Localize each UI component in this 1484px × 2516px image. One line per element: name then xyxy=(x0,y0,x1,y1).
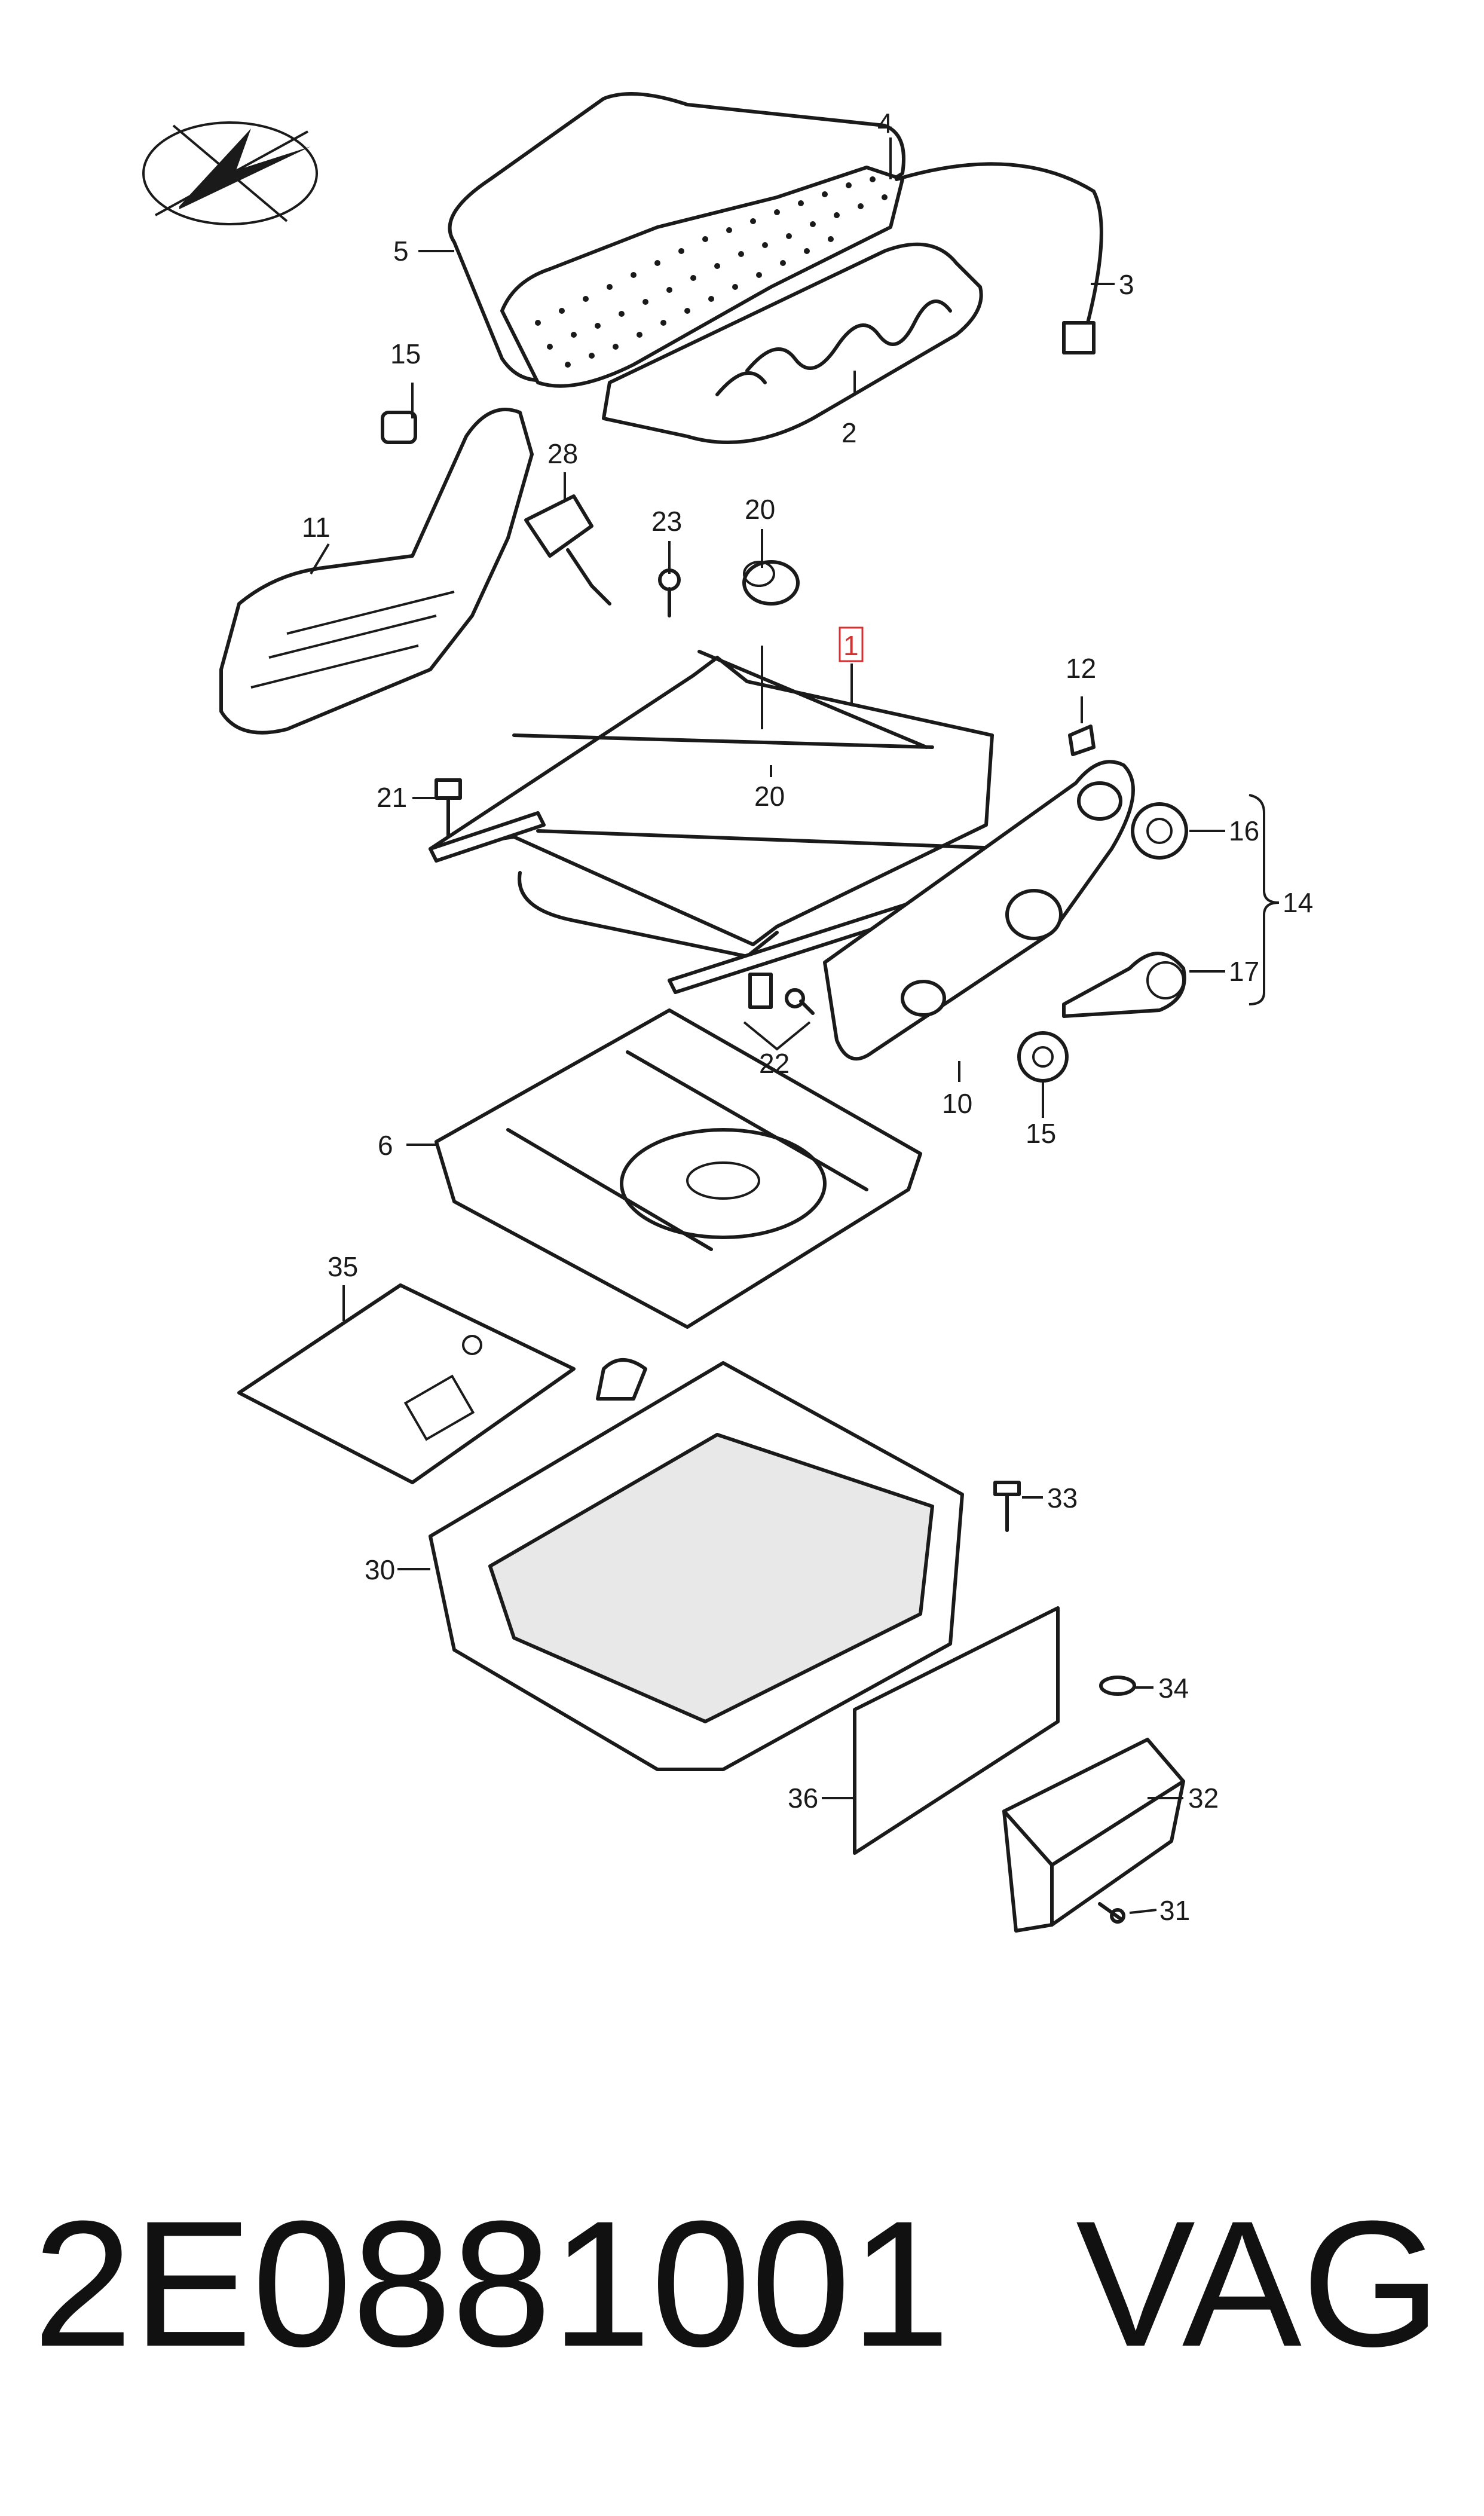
lever-17-part xyxy=(1062,952,1186,1018)
brand-name: VAG xyxy=(1076,2183,1442,2384)
plate-35-part xyxy=(237,1283,576,1484)
callout-5[interactable]: 5 xyxy=(393,236,409,267)
callout-28[interactable]: 28 xyxy=(547,438,578,469)
callout-23[interactable]: 23 xyxy=(651,506,682,537)
bushing-20-top-part xyxy=(742,560,800,606)
bolt-21-part xyxy=(435,778,462,839)
clip-part-top xyxy=(381,411,417,444)
part-number: 2E0881001 xyxy=(33,2183,950,2384)
callout-12[interactable]: 12 xyxy=(1066,653,1096,684)
callout-21[interactable]: 21 xyxy=(377,782,407,813)
height-adjuster-part xyxy=(435,1008,922,1329)
callout-16[interactable]: 16 xyxy=(1229,815,1259,846)
callout-11[interactable]: 11 xyxy=(302,512,331,543)
seat-exploded-diagram: 1 2 3 4 5 6 10 11 12 14 15 15 16 17 20 2… xyxy=(142,92,1313,1933)
orientation-logo-icon xyxy=(142,121,318,225)
bolt-33-part xyxy=(993,1481,1021,1532)
screw-31-part xyxy=(1098,1902,1125,1924)
cover-36-part xyxy=(853,1606,1060,1855)
bin-32-part xyxy=(1002,1738,1185,1933)
callout-36[interactable]: 36 xyxy=(788,1783,818,1814)
callout-22[interactable]: 22 xyxy=(759,1048,790,1079)
callout-30[interactable]: 30 xyxy=(365,1554,395,1585)
seat-frame-part xyxy=(429,650,1018,994)
storage-housing-part xyxy=(429,1358,964,1771)
callout-20-top[interactable]: 20 xyxy=(745,494,775,525)
callout-31[interactable]: 31 xyxy=(1159,1895,1190,1926)
leader-lines xyxy=(310,137,1280,1914)
clip-22-part xyxy=(748,973,815,1015)
knob-16-part xyxy=(1131,802,1188,860)
side-cover-part xyxy=(823,760,1135,1061)
callout-6[interactable]: 6 xyxy=(378,1130,393,1161)
callout-33[interactable]: 33 xyxy=(1047,1482,1078,1514)
callout-34[interactable]: 34 xyxy=(1158,1673,1189,1704)
callout-35[interactable]: 35 xyxy=(328,1251,358,1282)
side-trim-part xyxy=(219,408,534,735)
callout-14[interactable]: 14 xyxy=(1283,887,1313,918)
knob-15-lower-part xyxy=(1017,1031,1069,1083)
seat-pan-part xyxy=(602,242,983,444)
callout-17[interactable]: 17 xyxy=(1229,956,1259,987)
heater-cable-part xyxy=(895,162,1103,354)
callout-3[interactable]: 3 xyxy=(1119,269,1134,300)
callout-10[interactable]: 10 xyxy=(942,1088,972,1119)
screw-23-part xyxy=(658,568,681,617)
callout-20-bottom[interactable]: 20 xyxy=(754,781,785,812)
cap-12-part xyxy=(1068,724,1096,756)
callout-1[interactable]: 1 xyxy=(843,630,859,661)
callout-2[interactable]: 2 xyxy=(842,417,857,448)
seat-cushion-part xyxy=(448,92,905,388)
callout-32[interactable]: 32 xyxy=(1188,1783,1219,1814)
highlight-box-1 xyxy=(839,626,864,662)
callout-15-bottom[interactable]: 15 xyxy=(1026,1118,1056,1149)
washer-34-part xyxy=(1099,1676,1136,1696)
belt-buckle-part xyxy=(524,494,611,606)
callout-4[interactable]: 4 xyxy=(877,108,893,139)
callout-15-top[interactable]: 15 xyxy=(390,338,421,369)
